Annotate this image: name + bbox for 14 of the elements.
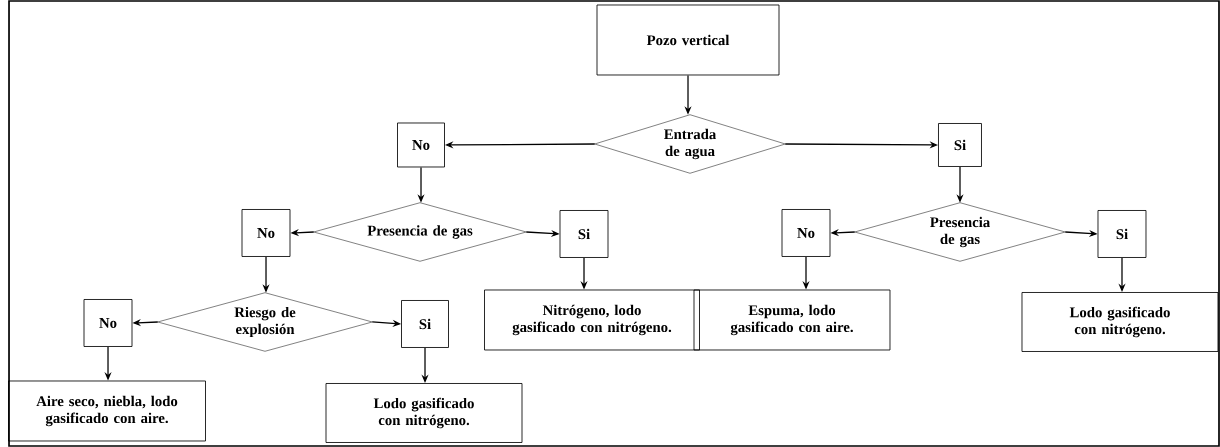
process-box: No — [397, 122, 445, 168]
process-box: Si — [401, 300, 449, 348]
process-box: Si — [559, 210, 609, 258]
process-box: Pozo vertical — [596, 4, 780, 76]
process-box: No — [781, 209, 831, 257]
process-box: No — [241, 209, 291, 257]
process-box: Si — [1097, 210, 1147, 258]
process-box: Si — [938, 123, 982, 167]
process-box: Nitrógeno, lodo gasificado con nitrógeno. — [484, 289, 700, 351]
process-box: Aire seco, niebla, lodo gasificado con aire. — [8, 380, 206, 442]
process-box: Espuma, lodo gasificado con aire. — [693, 289, 891, 351]
process-box: No — [83, 299, 133, 347]
process-box: Lodo gasificado con nitrógeno. — [1021, 292, 1219, 352]
process-box: Lodo gasificado con nitrógeno. — [325, 383, 523, 443]
